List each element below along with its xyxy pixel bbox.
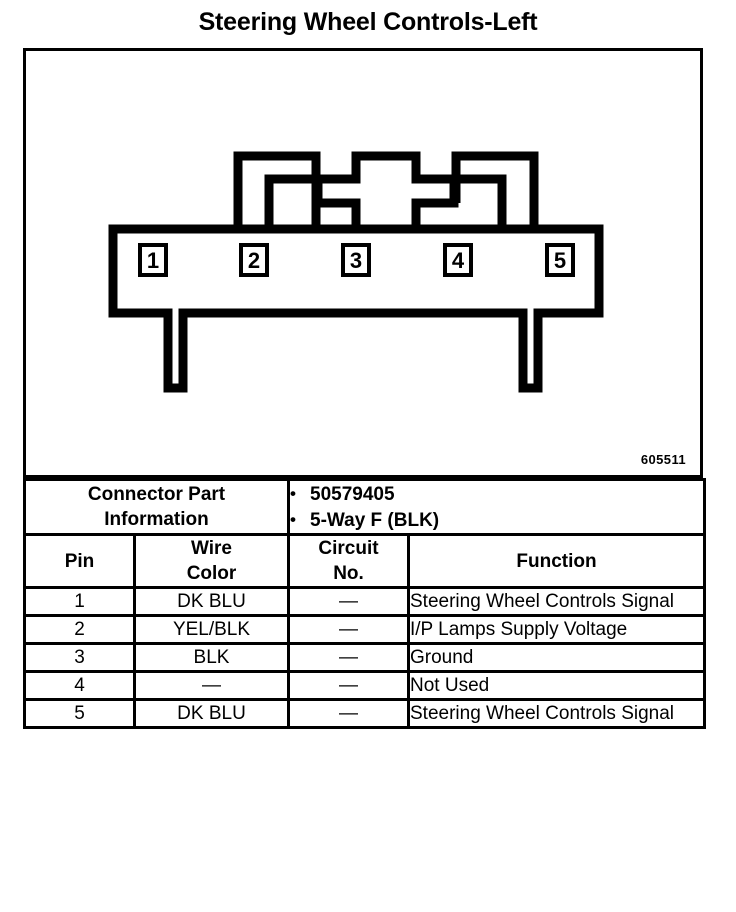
row-circuit-no: — <box>287 586 410 617</box>
pin-box-5 <box>545 243 575 277</box>
cpi-part-number-text: 50579405 <box>310 484 395 505</box>
table-header-row: Pin Wire Color Circuit No. Function <box>23 533 706 589</box>
row-function: Steering Wheel Controls Signal <box>407 698 706 729</box>
pin-number-1: 1 <box>147 248 159 273</box>
cpi-value-part-number: • 50579405 <box>290 481 703 507</box>
row-pin: 1 <box>23 586 136 617</box>
table-row: 4 — — Not Used <box>23 670 706 701</box>
table-row: 3 BLK — Ground <box>23 642 706 673</box>
header-wire-line-2: Color <box>186 563 237 584</box>
connector-part-information-row: Connector Part Information • 50579405 • 5-… <box>23 478 706 536</box>
bullet-icon: • <box>290 510 296 529</box>
row-pin: 4 <box>23 670 136 701</box>
row-function: Not Used <box>407 670 706 701</box>
row-function: Ground <box>407 642 706 673</box>
header-function-label: Function <box>516 550 597 572</box>
diagram-reference-number: 605511 <box>640 452 686 467</box>
pin-box-2 <box>239 243 269 277</box>
pin-number-5: 5 <box>554 248 566 273</box>
row-wire-color: YEL/BLK <box>133 614 290 645</box>
row-pin: 3 <box>23 642 136 673</box>
pin-boxes <box>138 243 575 277</box>
header-circuit-line-1: Circuit <box>318 538 379 559</box>
pin-box-1 <box>138 243 168 277</box>
row-wire-color: BLK <box>133 642 290 673</box>
connector-diagram-panel: 1 2 3 4 5 605511 <box>23 48 703 478</box>
connector-illustration: 1 2 3 4 5 <box>108 151 604 393</box>
bullet-icon: • <box>290 484 296 503</box>
row-pin: 5 <box>23 698 136 729</box>
row-pin: 2 <box>23 614 136 645</box>
column-header-function: Function <box>407 533 706 589</box>
pin-numbers: 1 2 3 4 5 <box>147 248 566 273</box>
connector-outline-shape <box>108 151 604 393</box>
connector-part-information-label: Connector Part Information <box>23 478 290 536</box>
row-circuit-no: — <box>287 642 410 673</box>
pin-number-4: 4 <box>452 248 465 273</box>
column-header-wire-color: Wire Color <box>133 533 290 589</box>
cpi-value-way-spec: • 5-Way F (BLK) <box>290 507 703 533</box>
row-circuit-no: — <box>287 698 410 729</box>
pin-number-2: 2 <box>248 248 260 273</box>
row-circuit-no: — <box>287 670 410 701</box>
row-function: I/P Lamps Supply Voltage <box>407 614 706 645</box>
header-wire-line-1: Wire <box>190 538 232 559</box>
row-wire-color: — <box>133 670 290 701</box>
header-circuit-line-2: No. <box>333 563 364 584</box>
cpi-label-line-2: Information <box>104 509 209 530</box>
row-wire-color: DK BLU <box>133 698 290 729</box>
table-row: 1 DK BLU — Steering Wheel Controls Signa… <box>23 586 706 617</box>
connector-part-information-values: • 50579405 • 5-Way F (BLK) <box>287 478 706 536</box>
header-pin-label: Pin <box>64 550 95 572</box>
pin-number-3: 3 <box>350 248 362 273</box>
pin-box-3 <box>341 243 371 277</box>
cpi-way-spec-text: 5-Way F (BLK) <box>310 510 440 531</box>
table-row: 5 DK BLU — Steering Wheel Controls Signa… <box>23 698 706 729</box>
column-header-circuit-no: Circuit No. <box>287 533 410 589</box>
cpi-label-line-1: Connector Part <box>87 484 226 505</box>
pin-box-4 <box>443 243 473 277</box>
page-title: Steering Wheel Controls-Left <box>198 8 538 36</box>
table-row: 2 YEL/BLK — I/P Lamps Supply Voltage <box>23 614 706 645</box>
row-wire-color: DK BLU <box>133 586 290 617</box>
connector-pinout-table: Connector Part Information • 50579405 • 5-… <box>23 478 706 729</box>
row-function: Steering Wheel Controls Signal <box>407 586 706 617</box>
row-circuit-no: — <box>287 614 410 645</box>
column-header-pin: Pin <box>23 533 136 589</box>
